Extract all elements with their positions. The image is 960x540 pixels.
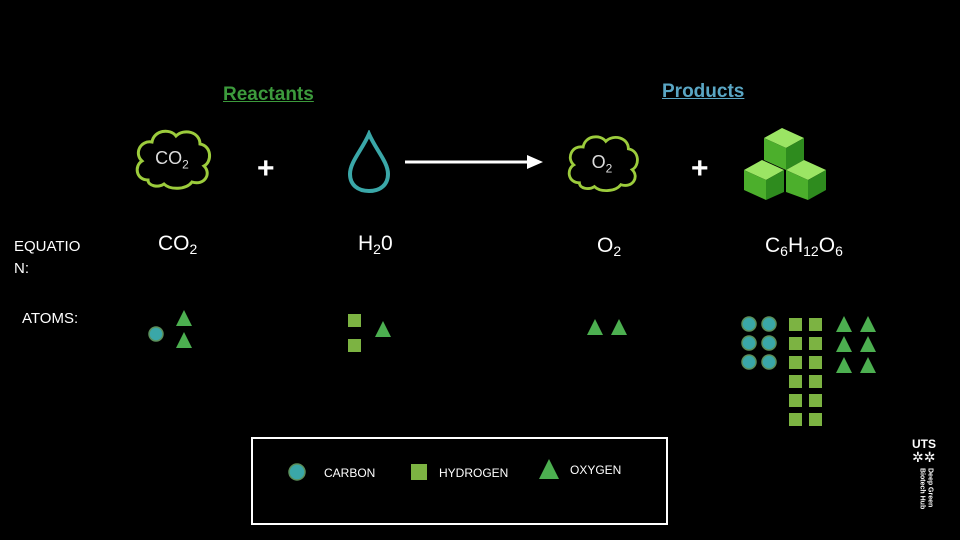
oxygen-atom bbox=[176, 332, 192, 348]
products-heading: Products bbox=[662, 81, 745, 102]
o2-formula-part: O bbox=[597, 234, 614, 257]
glucose-formula: C6H12O6 bbox=[765, 234, 843, 259]
h2o-formula-sub: 2 bbox=[373, 241, 381, 257]
hydrogen-atom bbox=[809, 356, 822, 369]
oxygen-atom bbox=[176, 310, 192, 326]
legend-oxygen-label: OXYGEN bbox=[570, 463, 622, 477]
co2-formula: CO2 bbox=[158, 232, 197, 257]
co2-cloud-icon: CO2 bbox=[130, 124, 214, 194]
hydrogen-atom bbox=[789, 375, 802, 388]
h2o-atoms bbox=[348, 314, 391, 352]
h2o-formula: H20 bbox=[358, 232, 393, 257]
hydrogen-atom bbox=[789, 394, 802, 407]
hydrogen-atom bbox=[809, 337, 822, 350]
equation-label-line1: EQUATIO bbox=[14, 238, 81, 255]
sugar-cubes-icon bbox=[742, 126, 830, 202]
hydrogen-atom bbox=[789, 413, 802, 426]
legend-carbon-icon bbox=[288, 463, 306, 481]
glucose-formula-c: C bbox=[765, 234, 781, 257]
legend-hydrogen-label: HYDROGEN bbox=[439, 466, 509, 480]
hydrogen-atom bbox=[348, 314, 361, 327]
co2-cloud-subscript: 2 bbox=[182, 157, 189, 172]
hydrogen-atom bbox=[809, 318, 822, 331]
carbon-atom bbox=[741, 316, 757, 332]
carbon-atom bbox=[761, 316, 777, 332]
glucose-formula-o: O bbox=[818, 234, 836, 257]
glucose-atoms bbox=[741, 316, 876, 426]
o2-cloud-label: O bbox=[591, 152, 606, 172]
oxygen-atom bbox=[860, 357, 876, 373]
oxygen-atom bbox=[860, 336, 876, 352]
oxygen-atom bbox=[836, 336, 852, 352]
hydrogen-atom bbox=[348, 339, 361, 352]
co2-formula-part: CO bbox=[158, 232, 190, 255]
legend-hydrogen-icon bbox=[411, 464, 427, 480]
glucose-formula-o-sub: 6 bbox=[835, 243, 843, 259]
carbon-atom bbox=[761, 335, 777, 351]
uts-logo-subtitle: Deep Green Biotech Hub bbox=[918, 468, 934, 510]
co2-cloud-label: CO bbox=[155, 148, 183, 168]
hydrogen-atom bbox=[789, 356, 802, 369]
plus-sign-reactants: + bbox=[257, 152, 275, 185]
equation-label-line2: N: bbox=[14, 260, 29, 277]
atoms-label: ATOMS: bbox=[22, 310, 79, 327]
glucose-formula-h: H bbox=[787, 234, 804, 257]
oxygen-atom bbox=[860, 316, 876, 332]
uts-logo-name: UTS bbox=[912, 437, 936, 451]
o2-formula: O2 bbox=[597, 234, 621, 259]
uts-logo: UTS ✲✲ Deep Green Biotech Hub bbox=[912, 438, 944, 524]
reaction-arrow-icon bbox=[405, 152, 545, 172]
hydrogen-atom bbox=[809, 375, 822, 388]
oxygen-atom bbox=[587, 319, 603, 335]
glucose-formula-h-sub: 12 bbox=[803, 243, 819, 259]
uts-logo-mark-icon: ✲✲ bbox=[912, 449, 936, 465]
water-drop-icon bbox=[346, 129, 392, 194]
carbon-atom bbox=[148, 326, 164, 342]
hydrogen-atom bbox=[789, 337, 802, 350]
oxygen-atom bbox=[836, 357, 852, 373]
legend-box bbox=[251, 437, 668, 525]
oxygen-atom bbox=[375, 321, 391, 337]
carbon-atom bbox=[741, 354, 757, 370]
co2-formula-sub: 2 bbox=[189, 241, 198, 257]
o2-cloud-subscript: 2 bbox=[605, 161, 613, 176]
carbon-atom bbox=[761, 354, 777, 370]
o2-atoms bbox=[587, 319, 627, 335]
legend-oxygen-icon bbox=[539, 459, 559, 479]
reactants-heading: Reactants bbox=[223, 84, 314, 105]
oxygen-atom bbox=[611, 319, 627, 335]
glucose-formula-c-sub: 6 bbox=[780, 243, 788, 259]
equation-label: EQUATIO N: bbox=[14, 236, 80, 280]
h2o-formula-part1: H bbox=[358, 232, 374, 255]
oxygen-atom bbox=[836, 316, 852, 332]
legend-carbon-label: CARBON bbox=[324, 466, 376, 480]
o2-formula-sub: 2 bbox=[613, 243, 622, 259]
hydrogen-atom bbox=[809, 413, 822, 426]
hydrogen-atom bbox=[789, 318, 802, 331]
h2o-formula-part2: 0 bbox=[380, 232, 393, 255]
co2-atoms bbox=[148, 310, 192, 348]
hydrogen-atom bbox=[809, 394, 822, 407]
o2-cloud-icon: O2 bbox=[562, 130, 642, 196]
carbon-atom bbox=[741, 335, 757, 351]
plus-sign-products: + bbox=[691, 152, 709, 185]
